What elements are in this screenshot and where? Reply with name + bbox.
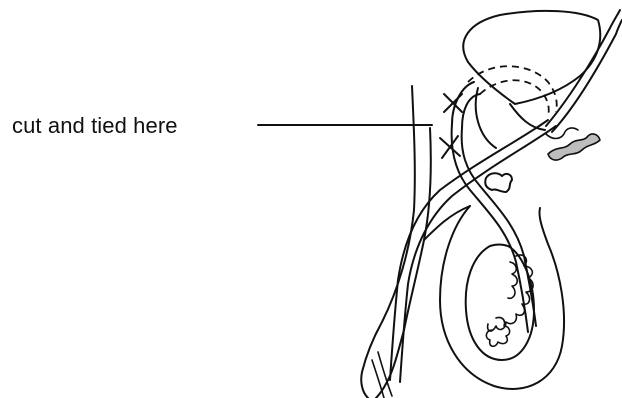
vas-deferens-hidden-lower: [479, 79, 550, 117]
vas-deferens-outer: [450, 123, 529, 333]
duct-upper-right-outer: [545, 9, 621, 127]
urethra-outer: [389, 119, 549, 381]
testicle: [464, 243, 535, 361]
penis-shaft-inner: [403, 127, 432, 331]
glans-inner-line: [371, 359, 385, 398]
seminal-vesicle: [547, 133, 601, 161]
vas-deferens-inner: [460, 127, 537, 327]
vas-deferens-hidden-upper: [467, 65, 558, 113]
duct-upper-right-inner: [551, 19, 622, 133]
shaft-base-contour: [423, 205, 471, 241]
epididymis: [486, 254, 534, 332]
annotation-label: cut and tied here: [12, 113, 178, 138]
prostate-contour-lower: [509, 103, 546, 131]
cut-mark-upper-icon: [443, 93, 463, 113]
bladder: [462, 9, 602, 105]
epididymis-tail: [485, 316, 511, 348]
scrotum-outer: [439, 205, 565, 390]
epididymis-inner: [507, 261, 519, 300]
cut-mark-lower-icon: [439, 135, 461, 159]
prostate-contour: [474, 87, 497, 149]
seminal-vesicle-connection: [545, 127, 579, 140]
penis-outer-contour: [360, 85, 416, 398]
glans-inner-line-2: [377, 351, 393, 397]
bulbourethral-gland: [484, 172, 513, 193]
vas-deferens-upper-loop-inner: [461, 93, 481, 129]
glans-contour: [375, 329, 405, 398]
